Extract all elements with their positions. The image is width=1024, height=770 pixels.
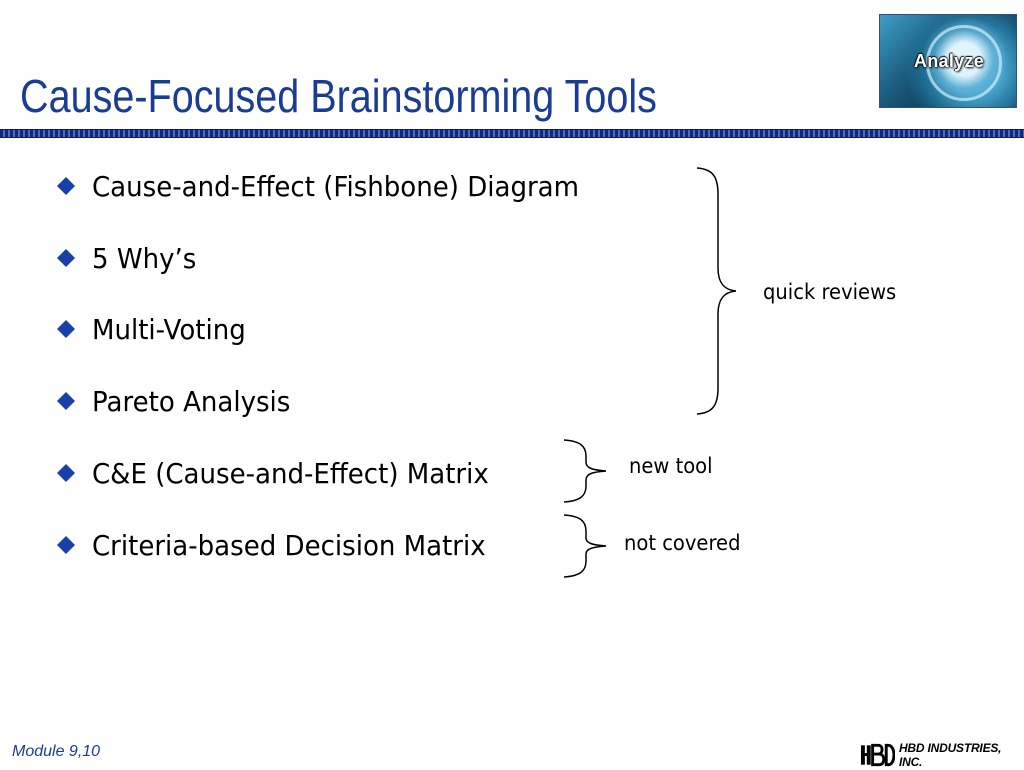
diamond-bullet-icon [57,536,75,554]
bullet-text: Criteria-based Decision Matrix [92,528,486,562]
note-not-covered: not covered [624,531,741,555]
diamond-bullet-icon [57,249,75,267]
badge-label: Analyze [913,51,985,71]
right-brace-quick-reviews [696,167,737,415]
bullet-item: Criteria-based Decision Matrix [56,525,515,565]
logo-text: HBD INDUSTRIES, INC. [898,741,1002,769]
footer-module-label: Module 9,10 [12,743,101,760]
bullet-item: Multi-Voting [56,309,257,349]
bullet-text: 5 Why’s [92,241,197,275]
bullet-item: C&E (Cause-and-Effect) Matrix [56,453,519,493]
diamond-bullet-icon [57,320,75,338]
slide-title: Cause-Focused Brainstorming Tools [20,70,657,122]
note-quick-reviews: quick reviews [763,280,897,304]
title-divider [0,129,1024,138]
diamond-bullet-icon [57,464,75,482]
bullet-text: C&E (Cause-and-Effect) Matrix [92,456,489,490]
bullet-item: Pareto Analysis [56,381,305,421]
company-logo: HBD INDUSTRIES, INC. [860,740,1024,770]
note-new-tool: new tool [629,454,713,478]
bullet-item: Cause-and-Effect (Fishbone) Diagram [56,166,616,206]
diamond-bullet-icon [57,177,75,195]
analyze-badge: Analyze [879,14,1017,108]
right-brace-new-tool [563,439,607,503]
right-brace-not-covered [563,514,607,578]
bullet-text: Multi-Voting [92,312,246,346]
hbd-logo-mark-icon [860,743,895,767]
bullet-text: Pareto Analysis [92,384,291,418]
diamond-bullet-icon [57,392,75,410]
bullet-item: 5 Why’s [56,238,204,278]
magnifying-glass-icon [926,25,1002,101]
bullet-text: Cause-and-Effect (Fishbone) Diagram [92,169,580,203]
